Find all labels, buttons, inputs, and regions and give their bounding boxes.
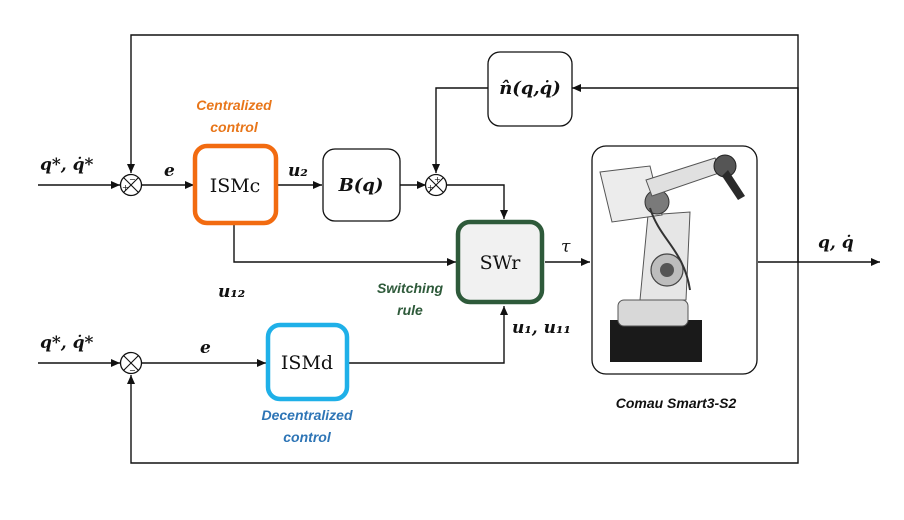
b-of-q-block: B(q): [322, 148, 401, 222]
ref-bottom-label: q*, q̇*: [40, 333, 94, 353]
output-label: q, q̇: [818, 233, 854, 253]
ismc-label: ISMc: [210, 175, 261, 197]
wire-feedback-bottom: [127, 262, 799, 464]
svg-text:+: +: [122, 183, 129, 192]
swr-block: SWr: [455, 219, 545, 305]
decentralized-note-line1: Decentralized: [261, 407, 352, 423]
ismd-block: ISMd: [265, 322, 350, 402]
svg-text:−: −: [129, 175, 136, 184]
wire-sum2-swr: [447, 184, 508, 219]
wire-u12: [233, 224, 456, 266]
centralized-note-line1: Centralized: [196, 97, 272, 113]
robot-arm-image: [599, 154, 745, 362]
u2-label: u₂: [288, 161, 308, 181]
tau-label: τ: [561, 237, 571, 257]
swr-label: SWr: [480, 252, 522, 274]
n-hat-block: n̂(q,q̇): [487, 51, 573, 127]
robot-caption: Comau Smart3-S2: [616, 395, 737, 411]
switching-note-line2: rule: [397, 302, 423, 318]
u1-u11-label: u₁, u₁₁: [512, 318, 571, 338]
ismd-label: ISMd: [281, 352, 333, 374]
summing-junction-3: −: [119, 351, 143, 375]
wire-u1: [348, 306, 508, 364]
summing-junction-1: + −: [119, 173, 143, 197]
ref-top-label: q*, q̇*: [40, 155, 94, 175]
centralized-note-line2: control: [210, 119, 259, 135]
robot-block: [591, 145, 758, 375]
e-bottom-label: e: [200, 338, 211, 358]
n-hat-label: n̂(q,q̇): [499, 78, 561, 99]
b-of-q-label: B(q): [338, 175, 384, 196]
switching-note-line1: Switching: [377, 280, 444, 296]
decentralized-note-line2: control: [283, 429, 332, 445]
svg-text:+: +: [434, 175, 441, 184]
u12-label: u₁₂: [218, 282, 245, 302]
svg-text:+: +: [427, 183, 434, 192]
wire-nhat-sum2: [432, 87, 488, 173]
e-top-label: e: [164, 161, 175, 181]
svg-text:−: −: [129, 366, 136, 375]
summing-junction-2: + +: [424, 173, 448, 197]
wire-feedback-top: [127, 34, 799, 262]
ismc-block: ISMc: [192, 143, 279, 226]
